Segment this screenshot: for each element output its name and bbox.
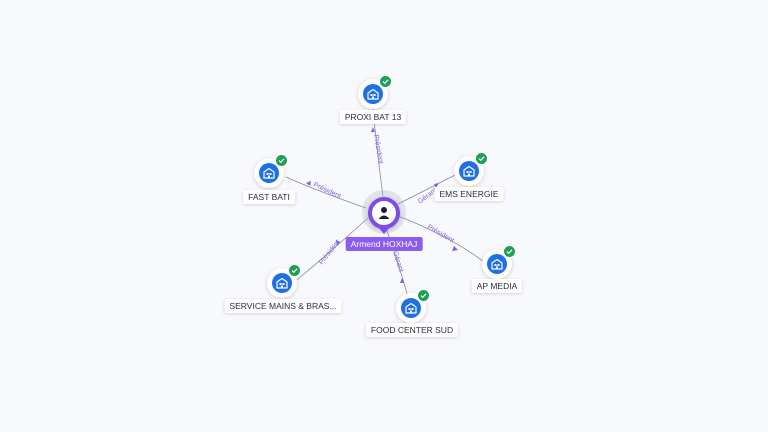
check-icon [506,249,513,255]
verified-badge [288,264,301,277]
building-icon [276,277,288,289]
company-icon-circle [358,75,392,109]
verified-badge [417,289,430,302]
edge-label: Gérant [391,250,404,273]
company-name-label[interactable]: AP MEDIA [471,279,523,293]
company-icon-circle [454,152,488,186]
check-icon [382,79,389,85]
company-name-label[interactable]: PROXI BAT 13 [339,110,407,124]
company-name-label[interactable]: FOOD CENTER SUD [365,323,459,337]
edge-label: Président [426,224,455,245]
pin-tip [378,227,390,234]
edge-fast-bati: Président [285,176,367,209]
person-name-label[interactable]: Armend HOXHAJ [345,237,423,251]
person-icon [378,207,390,219]
building-icon [405,302,417,314]
person-pin[interactable] [368,197,400,229]
company-name-label[interactable]: FAST BATI [243,190,295,204]
building-icon [463,165,475,177]
verified-badge [475,152,488,165]
check-icon [478,156,485,162]
company-name-label[interactable]: SERVICE MAINS & BRAS... [224,299,342,313]
company-icon-circle [267,264,301,298]
building-icon [367,88,379,100]
building-icon [491,258,503,270]
check-icon [278,158,285,164]
verified-badge [379,75,392,88]
edge-label: Président [372,134,384,164]
check-icon [291,268,298,274]
company-icon-circle [482,245,516,279]
edge-label: Président [318,239,342,267]
company-name-label[interactable]: EMS ENERGIE [434,187,504,201]
company-icon-circle [254,154,288,188]
check-icon [420,293,427,299]
building-icon [263,167,275,179]
verified-badge [275,154,288,167]
verified-badge [503,245,516,258]
company-icon-circle [396,289,430,323]
edge-label: Président [312,181,342,200]
